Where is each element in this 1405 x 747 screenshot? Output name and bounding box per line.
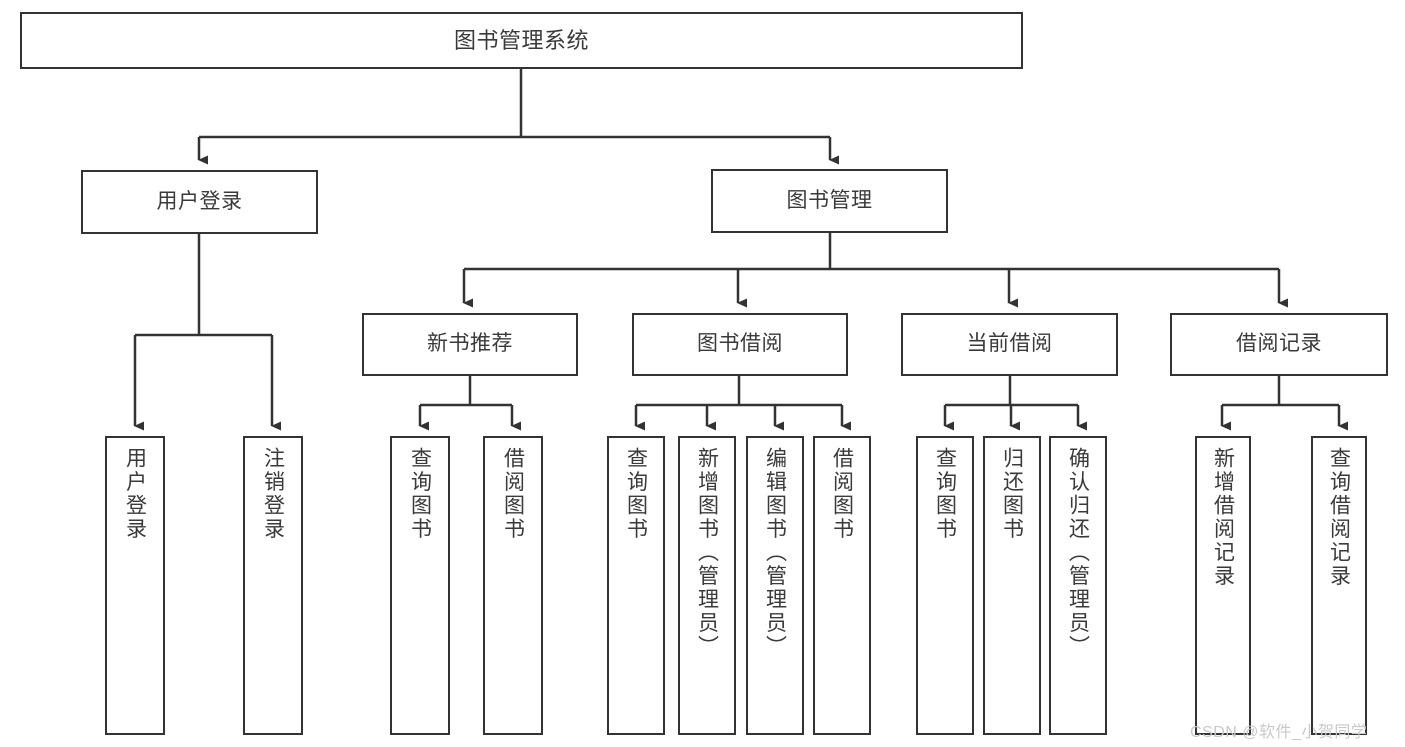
node-label: 用户登录	[123, 447, 147, 541]
leaf-recommend-borrow-book[interactable]: 借阅图书	[483, 436, 543, 735]
node-label: 图书管理	[786, 188, 873, 212]
node-label: 当前借阅	[966, 332, 1053, 356]
leaf-user-login[interactable]: 用户登录	[105, 436, 165, 735]
node-root-system[interactable]: 图书管理系统	[20, 12, 1023, 69]
leaf-borrow-edit-book-admin[interactable]: 编辑图书（管理员）	[746, 436, 804, 735]
node-book-borrow[interactable]: 图书借阅	[632, 313, 848, 376]
csdn-watermark: CSDN @软件_小贺同学	[1190, 724, 1368, 741]
node-label: 用户登录	[156, 189, 243, 213]
node-label: 查询图书	[408, 447, 432, 541]
node-label: 归还图书	[1000, 447, 1024, 541]
leaf-borrow-add-book-admin[interactable]: 新增图书（管理员）	[678, 436, 736, 735]
leaf-current-confirm-return-admin[interactable]: 确认归还（管理员）	[1049, 436, 1107, 735]
node-borrow-record[interactable]: 借阅记录	[1170, 313, 1388, 376]
node-label: 查询借阅记录	[1327, 447, 1351, 588]
node-new-book-recommend[interactable]: 新书推荐	[362, 313, 578, 376]
node-label: 借阅记录	[1236, 332, 1322, 356]
node-label: 确认归还（管理员）	[1066, 447, 1090, 659]
node-label: 借阅图书	[501, 447, 525, 541]
node-label: 新增借阅记录	[1211, 447, 1235, 588]
leaf-record-query-borrow-record[interactable]: 查询借阅记录	[1311, 436, 1367, 735]
node-label: 查询图书	[933, 447, 957, 541]
leaf-user-logout[interactable]: 注销登录	[243, 436, 303, 735]
node-label: 新书推荐	[427, 332, 513, 356]
leaf-recommend-query-book[interactable]: 查询图书	[390, 436, 450, 735]
node-user-login[interactable]: 用户登录	[81, 170, 318, 234]
node-current-borrow[interactable]: 当前借阅	[901, 313, 1118, 376]
node-label: 借阅图书	[830, 447, 854, 541]
node-book-management[interactable]: 图书管理	[711, 169, 948, 233]
leaf-borrow-borrow-book[interactable]: 借阅图书	[813, 436, 871, 735]
leaf-borrow-query-book[interactable]: 查询图书	[607, 436, 665, 735]
node-label: 新增图书（管理员）	[695, 447, 719, 659]
node-label: 图书借阅	[697, 332, 783, 356]
leaf-current-query-book[interactable]: 查询图书	[916, 436, 974, 735]
node-label: 编辑图书（管理员）	[763, 447, 787, 659]
leaf-current-return-book[interactable]: 归还图书	[983, 436, 1041, 735]
node-label: 注销登录	[261, 447, 285, 541]
node-label: 查询图书	[624, 447, 648, 541]
node-label: 图书管理系统	[453, 27, 589, 53]
leaf-record-add-borrow-record[interactable]: 新增借阅记录	[1195, 436, 1251, 735]
